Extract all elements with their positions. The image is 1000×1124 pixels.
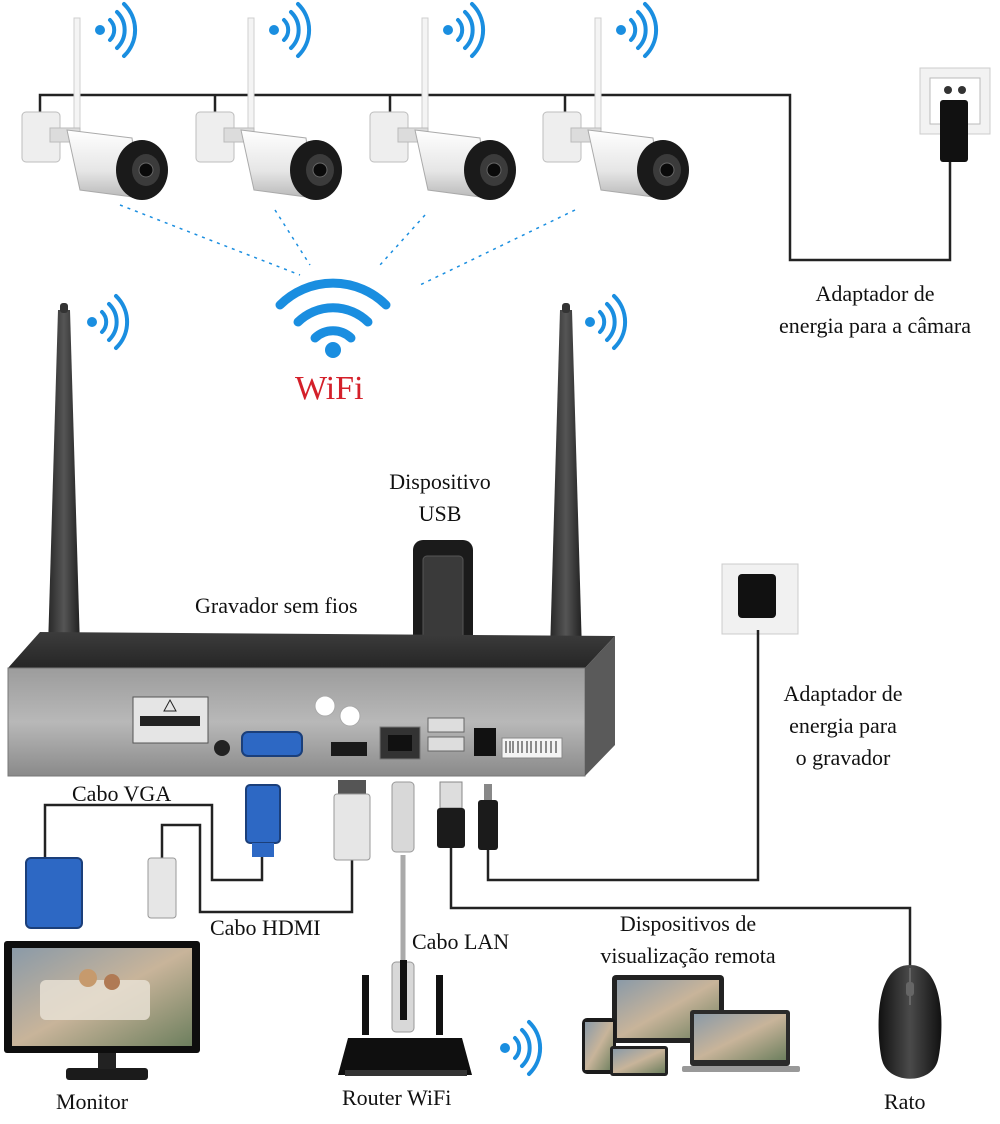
recorder-power-outlet-icon: [721, 563, 799, 635]
nvr-antenna-left: [46, 303, 82, 715]
camera-icon: [542, 2, 689, 200]
laptop-icon: [582, 975, 800, 1076]
camera-icon: [21, 2, 168, 200]
camera-icon: [369, 2, 516, 200]
wifi-signal-icon: [95, 2, 138, 58]
mouse-icon: [878, 965, 942, 1079]
mouse-label: Rato: [884, 1089, 926, 1114]
hdmi-connector-icon: [333, 780, 371, 861]
monitor-label: Monitor: [56, 1089, 129, 1114]
wifi-signal-icon: [87, 294, 130, 350]
router-label: Router WiFi: [342, 1085, 452, 1110]
nvr-recorder-icon: [7, 632, 615, 777]
usb-device-label: Dispositivo USB: [389, 469, 491, 526]
router-icon: [338, 960, 472, 1076]
camera-power-label: Adaptador de energia para a câmara: [779, 281, 971, 338]
wifi-signal-icon: [269, 2, 312, 58]
wifi-signal-icon: [616, 2, 659, 58]
hdmi-cable-label: Cabo HDMI: [210, 915, 321, 940]
wifi-signal-icon: [500, 1020, 543, 1076]
recorder-label: Gravador sem fios: [195, 593, 358, 618]
vga-connector-icon: [245, 784, 281, 857]
nvr-antenna-right: [548, 303, 584, 720]
vga-cable-label: Cabo VGA: [72, 781, 172, 806]
lan-cable-label: Cabo LAN: [412, 929, 510, 954]
wifi-link-lines: [119, 204, 576, 286]
recorder-power-label: Adaptador de energia para o gravador: [783, 681, 903, 770]
wifi-signal-icon: [585, 294, 628, 350]
wifi-signal-icon: [275, 278, 391, 358]
power-outlet-icon: [919, 67, 991, 162]
cables: [43, 630, 912, 968]
usb-connector-icon: [437, 781, 465, 848]
monitor-icon: [4, 857, 200, 1080]
remote-devices-label: Dispositivos de visualização remota: [600, 911, 776, 968]
camera-icon: [195, 2, 342, 200]
wifi-signal-icon: [443, 2, 486, 58]
wifi-label: WiFi: [295, 370, 364, 407]
dc-plug-icon: [478, 784, 498, 850]
